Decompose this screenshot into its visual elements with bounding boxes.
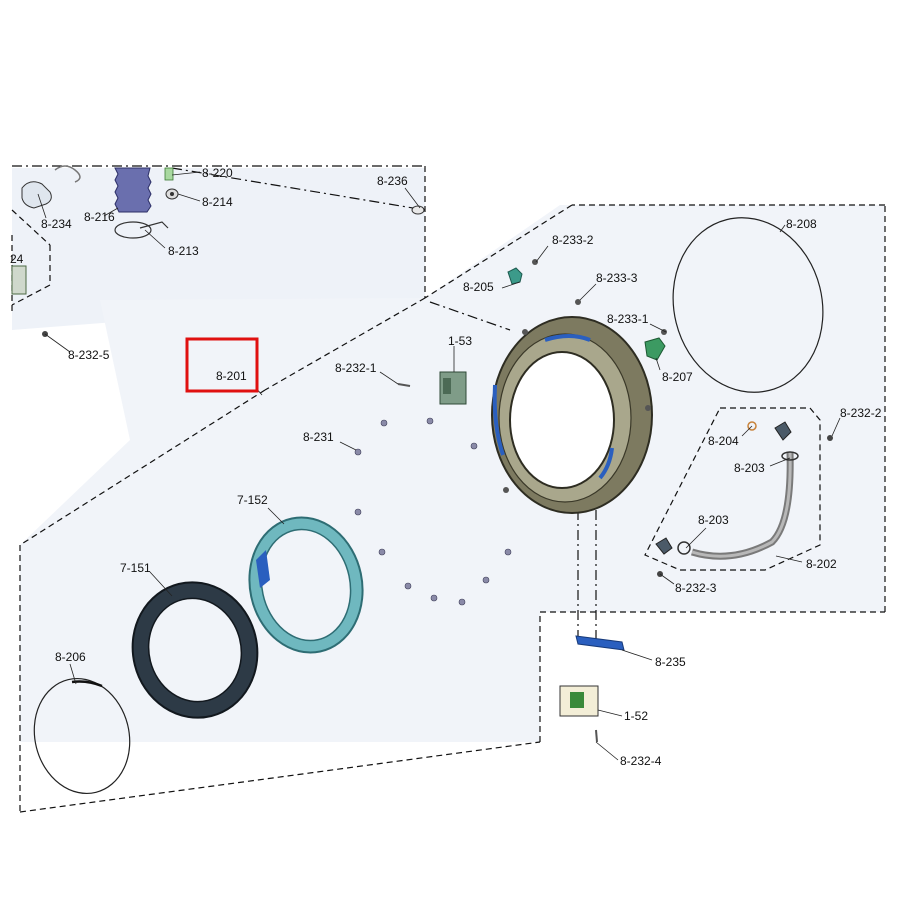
label-8-214: 8-214 [202, 195, 233, 209]
label-8-233-3: 8-233-3 [596, 271, 638, 285]
drain-hose-8-202 [690, 451, 794, 560]
label-8-207: 8-207 [662, 370, 693, 384]
top-left-panel-bg [12, 168, 425, 330]
label-8-201: 8-201 [216, 369, 247, 383]
label-8-235: 8-235 [655, 655, 686, 669]
screw-set-8-231 [354, 417, 512, 606]
label-8-216: 8-216 [84, 210, 115, 224]
module-1-53 [439, 371, 467, 405]
fitting-upper [774, 421, 792, 441]
label-8-213: 8-213 [168, 244, 199, 258]
small-fitting-8-220 [164, 167, 174, 181]
label-8-203-lower: 8-203 [698, 513, 729, 527]
label-8-208: 8-208 [786, 217, 817, 231]
door-gasket-7-151 [131, 581, 259, 719]
valve-8-205 [507, 267, 523, 285]
leader-lines [69, 171, 841, 761]
label-8-232-2: 8-232-2 [840, 406, 882, 420]
group-boundaries [11, 165, 886, 813]
label-8-202: 8-202 [806, 557, 837, 571]
clamp-8-203-lower [677, 541, 691, 555]
label-7-151: 7-151 [120, 561, 151, 575]
lower-left-panel-bg [20, 440, 130, 742]
label-8-220: 8-220 [202, 166, 233, 180]
screw-8-233-3 [575, 299, 581, 305]
fitting-lower [655, 537, 673, 555]
label-8-232-5: 8-232-5 [68, 348, 110, 362]
screw-8-232-1 [397, 383, 411, 387]
label-8-232-4: 8-232-4 [620, 754, 662, 768]
label-8-204: 8-204 [708, 434, 739, 448]
label-8-234: 8-234 [41, 217, 72, 231]
label-1-53: 1-53 [448, 334, 472, 348]
switch-1-52 [559, 685, 599, 717]
label-8-203-upper: 8-203 [734, 461, 765, 475]
tub-front-cover [491, 316, 653, 514]
bellows-hose-part [114, 167, 169, 239]
detergent-inlet-part [21, 165, 81, 219]
ring-8-204 [747, 421, 757, 431]
label-8-232-3: 8-232-3 [675, 581, 717, 595]
label-8-205: 8-205 [463, 280, 494, 294]
label-8-233-2: 8-233-2 [552, 233, 594, 247]
valve-8-207 [644, 337, 666, 361]
clamp-8-203-upper [781, 451, 799, 461]
bracket-partial-24 [11, 265, 27, 295]
wire-ring-8-208 [672, 217, 824, 393]
label-8-236: 8-236 [377, 174, 408, 188]
label-1-52: 1-52 [624, 709, 648, 723]
label-24: 24 [10, 252, 24, 266]
highlight-box-8-201 [185, 337, 259, 393]
screw-8-233-2 [532, 259, 538, 265]
bracket-8-235 [575, 635, 625, 651]
screw-8-232-2 [827, 435, 833, 441]
label-8-206: 8-206 [55, 650, 86, 664]
screw-8-232-4 [595, 729, 598, 743]
wire-ring-8-206 [33, 677, 131, 795]
screw-8-232-5 [42, 331, 71, 353]
label-8-232-1: 8-232-1 [335, 361, 377, 375]
label-7-152: 7-152 [237, 493, 268, 507]
small-fitting-8-214 [165, 188, 179, 200]
label-8-233-1: 8-233-1 [607, 312, 649, 326]
door-frame-ring-7-152 [248, 516, 364, 654]
part-labels: 8-220 8-214 8-236 8-234 8-216 8-213 24 8… [10, 166, 882, 768]
label-8-231: 8-231 [303, 430, 334, 444]
clamp-8-236 [411, 205, 425, 215]
